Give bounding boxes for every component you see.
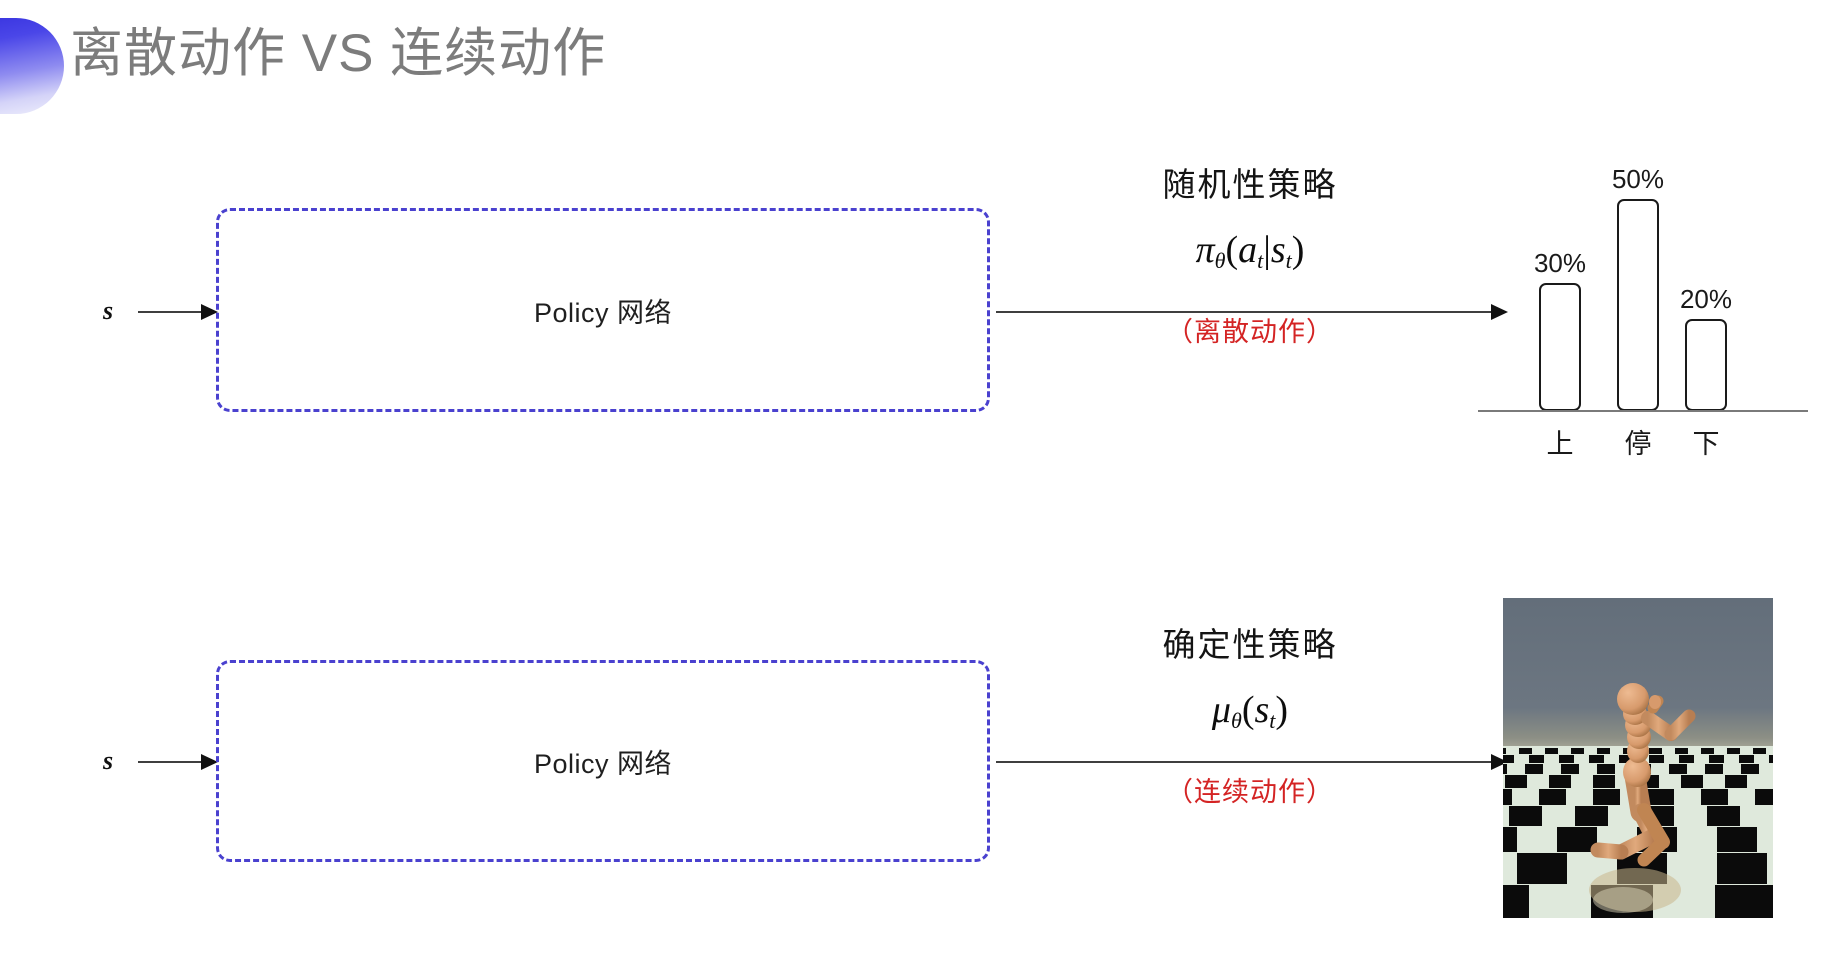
arrow-state-to-policy-continuous xyxy=(138,754,218,770)
bar-chart-baseline-axis xyxy=(1478,410,1808,412)
policy-network-box-discrete[interactable]: Policy 网络 xyxy=(216,208,990,412)
bar-0 xyxy=(1539,283,1581,411)
policy-annotation-continuous: 确定性策略 μθ(st) （连续动作） xyxy=(1055,618,1445,809)
humanoid-simulation-svg xyxy=(1503,598,1773,918)
formula-sub: θ xyxy=(1214,248,1226,274)
policy-formula-continuous: μθ(st) xyxy=(1055,688,1445,734)
half-circle-gradient-icon xyxy=(0,18,64,114)
arrow-state-to-policy-discrete xyxy=(138,304,218,320)
arrow-policy-to-output-discrete xyxy=(996,304,1508,320)
formula-arg1: s xyxy=(1254,689,1270,731)
policy-network-box-continuous[interactable]: Policy 网络 xyxy=(216,660,990,862)
state-input-label-discrete: s xyxy=(103,296,114,325)
bar-value-2: 20% xyxy=(1679,284,1733,314)
policy-kind-label-continuous: 确定性策略 xyxy=(1162,626,1338,663)
policy-network-label: Policy 网络 xyxy=(533,297,673,328)
formula-arg1: a xyxy=(1238,229,1258,271)
bar-value-1: 50% xyxy=(1611,164,1665,194)
formula-arg1-sub: t xyxy=(1269,708,1276,734)
formula-close-paren: ) xyxy=(1275,689,1289,731)
checkerboard-floor xyxy=(1503,746,1773,918)
formula-arg1-sub: t xyxy=(1257,248,1264,274)
formula-open-paren: ( xyxy=(1225,229,1239,271)
formula-arg2: s xyxy=(1270,229,1286,271)
action-kind-label-continuous: （连续动作） xyxy=(1166,777,1334,808)
formula-separator: | xyxy=(1263,229,1271,271)
probability-bar-chart: 30% 50% 20% 上 停 下 xyxy=(1478,160,1808,459)
humanoid-simulation-image xyxy=(1503,598,1773,918)
formula-close-paren: ) xyxy=(1291,229,1305,271)
state-input-label-continuous: s xyxy=(103,746,114,775)
bar-chart-plot-area: 30% 50% 20% xyxy=(1478,160,1808,412)
bar-category-1: 停 xyxy=(1624,429,1652,459)
formula-fn: π xyxy=(1195,229,1215,271)
bar-value-0: 30% xyxy=(1533,248,1587,278)
formula-fn: μ xyxy=(1211,689,1231,731)
formula-arg2-sub: t xyxy=(1285,248,1292,274)
bar-category-0: 上 xyxy=(1546,429,1574,459)
policy-formula-discrete: πθ(at|st) xyxy=(1055,228,1445,274)
policy-network-label: Policy 网络 xyxy=(533,748,673,779)
policy-annotation-discrete: 随机性策略 πθ(at|st) （离散动作） xyxy=(1055,158,1445,349)
formula-open-paren: ( xyxy=(1241,689,1255,731)
bar-2 xyxy=(1685,319,1727,411)
page-title: 离散动作 VS 连续动作 xyxy=(70,24,607,83)
humanoid-figure xyxy=(1590,683,1696,867)
bar-1 xyxy=(1617,199,1659,411)
bar-category-2: 下 xyxy=(1692,429,1720,459)
formula-sub: θ xyxy=(1231,708,1242,734)
policy-kind-label-discrete: 随机性策略 xyxy=(1162,166,1338,203)
action-kind-label-discrete: （离散动作） xyxy=(1166,317,1334,348)
